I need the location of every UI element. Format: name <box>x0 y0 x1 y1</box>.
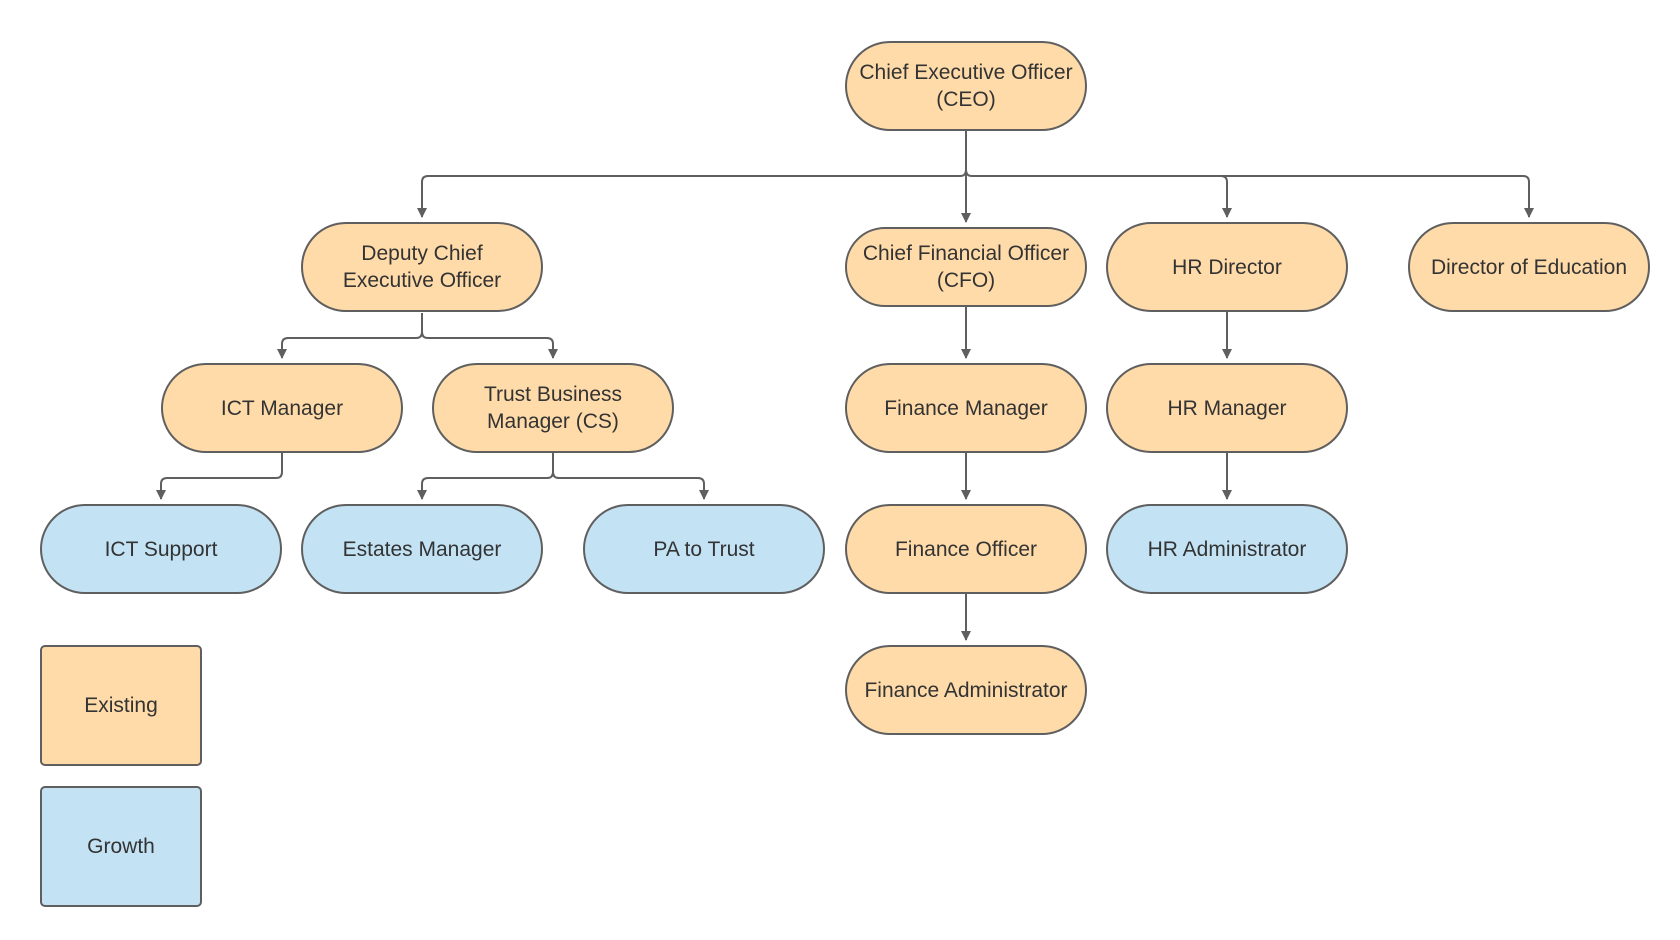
connector-ceo-to-hr-director <box>965 169 1232 218</box>
connector-tbm-to-pa-to-trust <box>552 471 709 500</box>
connector-ceo-bus <box>417 131 967 218</box>
connector-ceo-to-director-education <box>1221 175 1534 218</box>
connector-tbm-to-estates-manager <box>417 453 554 500</box>
node-finance-officer: Finance Officer <box>845 504 1087 594</box>
node-ceo: Chief Executive Officer (CEO) <box>845 41 1087 131</box>
node-finance-manager: Finance Manager <box>845 363 1087 453</box>
node-director-of-education: Director of Education <box>1408 222 1650 312</box>
node-finance-administrator: Finance Administrator <box>845 645 1087 735</box>
legend-growth: Growth <box>40 786 202 907</box>
node-ict-manager: ICT Manager <box>161 363 403 453</box>
node-hr-director: HR Director <box>1106 222 1348 312</box>
node-deputy-ceo: Deputy Chief Executive Officer <box>301 222 543 312</box>
legend-existing: Existing <box>40 645 202 766</box>
node-pa-to-trust: PA to Trust <box>583 504 825 594</box>
node-hr-administrator: HR Administrator <box>1106 504 1348 594</box>
node-cfo: Chief Financial Officer (CFO) <box>845 227 1087 307</box>
node-ict-support: ICT Support <box>40 504 282 594</box>
connector-ict-manager-to-ict-support <box>156 453 283 500</box>
node-hr-manager: HR Manager <box>1106 363 1348 453</box>
node-trust-business-manager: Trust Business Manager (CS) <box>432 363 674 453</box>
connector-deputy-to-trust-business-manager <box>421 331 558 359</box>
node-estates-manager: Estates Manager <box>301 504 543 594</box>
connector-deputy-to-ict-manager <box>277 313 423 359</box>
